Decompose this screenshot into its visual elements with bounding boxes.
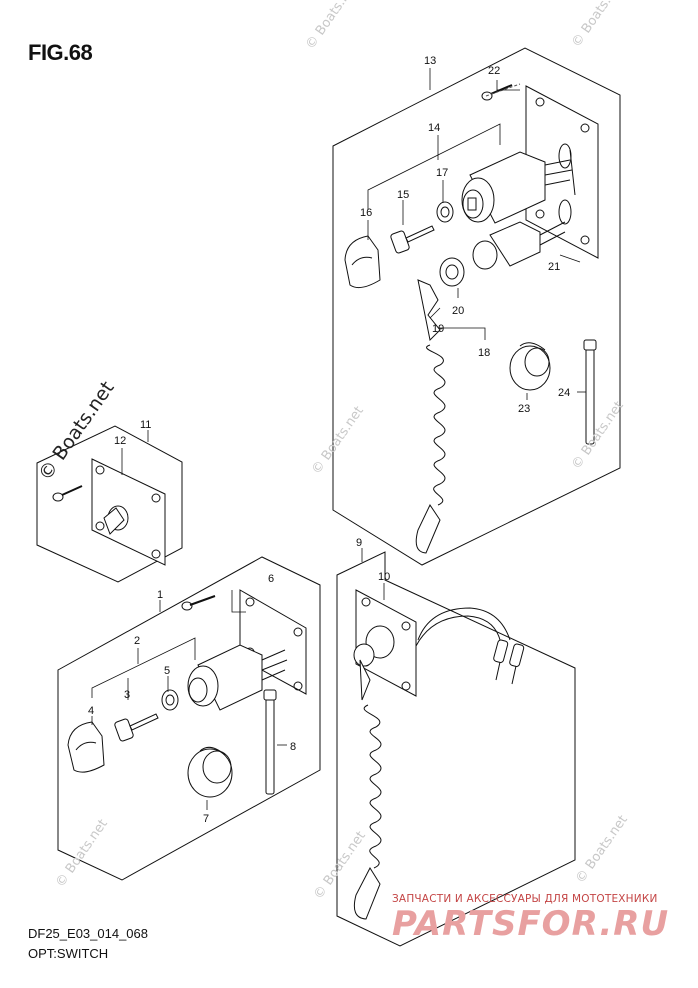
kit-9-frame — [336, 551, 576, 947]
watermark-2: © Boats.net — [569, 0, 627, 50]
watermark-1: © Boats.net — [303, 0, 361, 52]
part-10-wires — [415, 607, 525, 685]
label-part-14: 14 — [428, 122, 440, 134]
label-part-16: 16 — [360, 207, 372, 219]
part-16-cap — [344, 235, 381, 289]
watermark-4: © Boats.net — [569, 399, 627, 473]
label-part-24: 24 — [558, 387, 570, 399]
part-24-cable-tie — [583, 339, 597, 445]
part-12-toggle-switch — [91, 458, 166, 566]
label-part-22: 22 — [488, 65, 500, 77]
leader-lines-kit-1 — [91, 590, 287, 810]
watermark-7: © Boats.net — [573, 813, 631, 887]
label-part-1: 1 — [157, 589, 163, 601]
part-5-nut — [161, 689, 179, 711]
watermark-5: © Boats.net — [53, 817, 111, 891]
label-part-6: 6 — [268, 573, 274, 585]
part-22-screw — [481, 83, 521, 101]
label-part-17: 17 — [436, 167, 448, 179]
part-4-cap — [67, 721, 105, 773]
part-9-lanyard — [353, 659, 382, 920]
kit-1-frame — [57, 556, 321, 881]
part-10-plate-switch — [353, 589, 417, 697]
figure-code: DF25_E03_014_068 — [28, 926, 148, 941]
part-15-key — [390, 225, 435, 254]
label-part-18: 18 — [478, 347, 490, 359]
label-part-5: 5 — [164, 665, 170, 677]
part-23-lamp — [509, 342, 551, 391]
label-part-3: 3 — [124, 689, 130, 701]
label-part-12: 12 — [114, 435, 126, 447]
label-part-13: 13 — [424, 55, 436, 67]
part-7-lamp — [187, 746, 233, 798]
watermark-3: © Boats.net — [309, 404, 367, 478]
shop-tagline: ЗАПЧАСТИ И АКСЕССУАРЫ ДЛЯ МОТОТЕХНИКИ — [392, 893, 658, 905]
label-part-8: 8 — [290, 741, 296, 753]
part-3-key — [114, 713, 159, 742]
part-8-cable-tie — [263, 689, 277, 795]
part-labels: 13 22 14 15 17 16 21 20 19 18 23 24 11 1… — [88, 55, 570, 825]
shop-logo: PARTSFOR.RU — [392, 904, 670, 944]
label-part-4: 4 — [88, 705, 94, 717]
part-12-screw — [52, 485, 83, 502]
kit-11-frame — [36, 425, 183, 583]
label-part-7: 7 — [203, 813, 209, 825]
label-part-2: 2 — [134, 635, 140, 647]
label-part-21: 21 — [548, 261, 560, 273]
part-20-stop-switch — [472, 221, 566, 270]
label-part-19: 19 — [432, 323, 444, 335]
label-part-9: 9 — [356, 537, 362, 549]
kit-13-frame — [332, 47, 621, 566]
leader-lines-kit-9 — [361, 548, 385, 600]
label-part-15: 15 — [397, 189, 409, 201]
part-14-ignition-switch — [461, 149, 576, 224]
label-part-11: 11 — [140, 419, 151, 431]
part-17-nut — [436, 201, 454, 223]
leader-lines-kit-13 — [367, 68, 586, 400]
part-19-nut — [439, 257, 465, 287]
label-part-23: 23 — [518, 403, 530, 415]
part-2-ignition-switch — [187, 644, 288, 711]
part-18-lanyard — [415, 279, 446, 554]
figure-title: FIG.68 — [28, 40, 93, 65]
label-part-20: 20 — [452, 305, 464, 317]
figure-name: OPT:SWITCH — [28, 946, 109, 961]
part-6-screw — [181, 595, 216, 611]
part-6-plate — [239, 589, 307, 695]
label-part-10: 10 — [378, 571, 390, 583]
